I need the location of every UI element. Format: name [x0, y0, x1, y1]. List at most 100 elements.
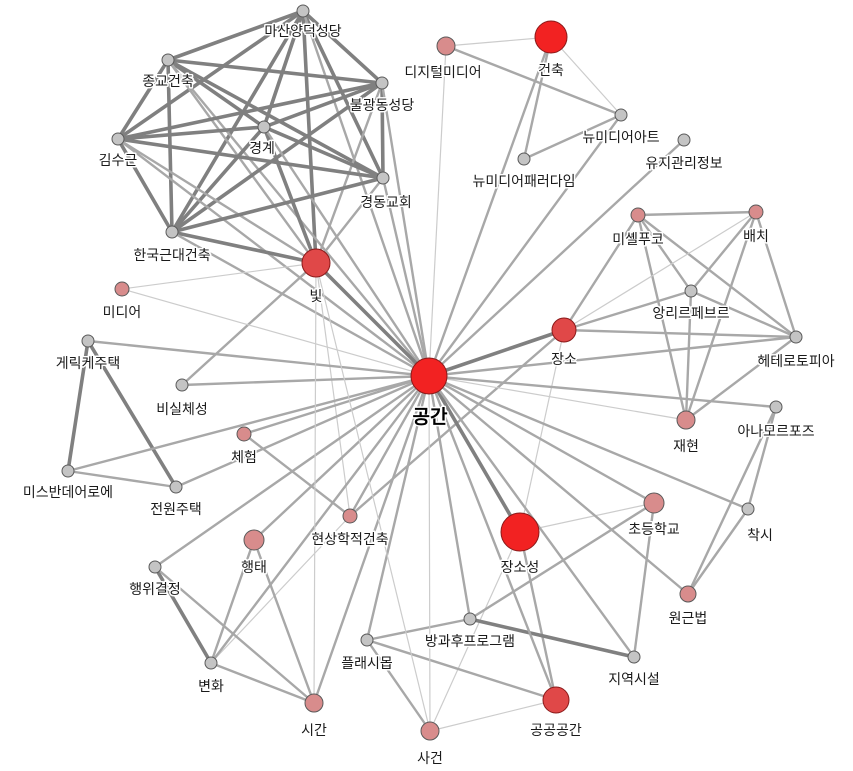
node-gonggan[interactable]	[410, 357, 448, 395]
edge-mies-jeonwon	[66, 469, 178, 489]
node-label-chodeung: 초등학교	[628, 522, 680, 538]
edge-chodeung-jiyeok	[632, 501, 656, 659]
node-yuji[interactable]	[677, 133, 691, 147]
edge-hetero-jangso	[562, 328, 798, 339]
node-hyeonsang[interactable]	[342, 508, 358, 524]
node-label-anamor: 아나모르포즈	[737, 424, 814, 440]
node-chaksi[interactable]	[741, 502, 755, 516]
node-wongeun[interactable]	[679, 585, 697, 603]
node-label-jeonwon: 전원주택	[150, 502, 202, 518]
edge-jangsoseong-chodeung	[519, 502, 655, 533]
node-label-jiyeok: 지역시설	[608, 672, 660, 688]
node-hanguk[interactable]	[165, 225, 179, 239]
edge-gerik-mies	[66, 339, 90, 473]
edge-layer	[66, 9, 798, 733]
edge-cheheom-hyeonsang	[242, 432, 352, 518]
node-chodeung[interactable]	[643, 492, 665, 514]
edge-platform-sageon	[365, 638, 432, 733]
node-haengwi[interactable]	[148, 560, 162, 574]
node-sigan[interactable]	[304, 693, 324, 713]
edge-newmediaart-gonggan	[427, 113, 623, 378]
node-label-newmediaart: 뉴미디어아트	[582, 130, 659, 146]
edge-jonggyo-bulgwang	[166, 58, 384, 85]
node-label-gyeonggye: 경계	[249, 141, 275, 157]
node-bulgwang[interactable]	[375, 76, 389, 90]
node-label-baechi: 배치	[743, 229, 769, 245]
node-media[interactable]	[114, 281, 130, 297]
edge-gyeonggye-hanguk	[170, 125, 266, 234]
node-jangsoseong[interactable]	[500, 512, 540, 552]
node-geonchuk[interactable]	[534, 20, 568, 54]
node-gyeonggye[interactable]	[257, 120, 271, 134]
node-haengtae[interactable]	[243, 529, 265, 551]
edge-bit-media	[121, 262, 317, 290]
edge-baechi-anri	[689, 210, 758, 293]
edge-hetero-jaehyeon	[684, 335, 798, 422]
node-label-gyeongdong: 경동교회	[360, 195, 412, 211]
edge-gerik-jeonwon	[86, 339, 178, 489]
node-banggwa[interactable]	[463, 612, 477, 626]
edge-sigan-gonggan	[312, 374, 431, 705]
node-sageon[interactable]	[420, 721, 440, 741]
edge-hyeonsang-byeonhwa	[210, 515, 351, 664]
node-gerik[interactable]	[81, 334, 95, 348]
edge-masan-gonggan	[301, 9, 431, 378]
node-baechi[interactable]	[748, 204, 764, 220]
node-mies[interactable]	[61, 464, 75, 478]
node-anamor[interactable]	[769, 400, 783, 414]
edge-gimsugeun-bit	[116, 137, 318, 265]
edge-mies-gonggan	[66, 374, 431, 473]
node-cheheom[interactable]	[236, 426, 252, 442]
node-mishel[interactable]	[630, 207, 646, 223]
edge-haengtae-gonggan	[252, 374, 431, 542]
node-gimsugeun[interactable]	[111, 132, 125, 146]
edge-mishel-baechi	[636, 210, 758, 217]
node-jangso[interactable]	[551, 317, 577, 343]
node-hetero[interactable]	[789, 330, 803, 344]
node-label-gerik: 게릭케주택	[56, 356, 120, 372]
edge-gimsugeun-gonggan	[116, 137, 431, 378]
node-label-sigan: 시간	[301, 723, 327, 739]
node-gonggong[interactable]	[542, 686, 570, 714]
edge-gerik-gonggan	[86, 339, 431, 378]
edge-jangsoseong-gonggan	[427, 374, 522, 534]
edge-byeonhwa-gonggan	[209, 374, 431, 665]
node-gyeongdong[interactable]	[376, 171, 390, 185]
node-masan[interactable]	[296, 4, 310, 18]
node-newmediapara[interactable]	[517, 152, 531, 166]
node-bisil[interactable]	[175, 378, 189, 392]
edge-digital-geonchuk	[445, 36, 552, 47]
edge-masan-gyeongdong	[301, 9, 385, 180]
edge-gimsugeun-gyeongdong	[116, 137, 385, 180]
edge-wongeun-gonggan	[427, 374, 690, 596]
node-jaehyeon[interactable]	[676, 410, 696, 430]
edge-sageon-gonggan	[428, 375, 431, 732]
node-label-platform: 플래시몹	[341, 656, 393, 672]
edge-haengwi-gonggan	[153, 374, 431, 569]
node-platform[interactable]	[360, 633, 374, 647]
edge-haengtae-byeonhwa	[209, 538, 256, 665]
edge-chaksi-wongeun	[686, 507, 750, 596]
node-label-byeonhwa: 변화	[198, 679, 224, 695]
edge-sigan-bit	[313, 262, 317, 704]
edge-masan-hanguk	[170, 9, 305, 234]
edge-hetero-gonggan	[427, 335, 798, 378]
node-anri[interactable]	[684, 284, 698, 298]
node-byeonhwa[interactable]	[204, 656, 218, 670]
edge-mishel-anri	[636, 213, 693, 293]
node-digital[interactable]	[436, 36, 456, 56]
edge-haengtae-sigan	[252, 538, 316, 705]
node-jonggyo[interactable]	[161, 53, 175, 67]
node-jeonwon[interactable]	[169, 480, 183, 494]
node-jiyeok[interactable]	[627, 650, 641, 664]
node-newmediaart[interactable]	[614, 108, 628, 122]
node-bit[interactable]	[301, 248, 331, 278]
edge-hyeonsang-gonggan	[348, 374, 431, 518]
edge-gyeonggye-gyeongdong	[262, 125, 385, 180]
node-label-digital: 디지털미디어	[404, 65, 481, 81]
node-layer	[61, 4, 803, 741]
edge-geonchuk-newmediaart	[550, 36, 622, 116]
